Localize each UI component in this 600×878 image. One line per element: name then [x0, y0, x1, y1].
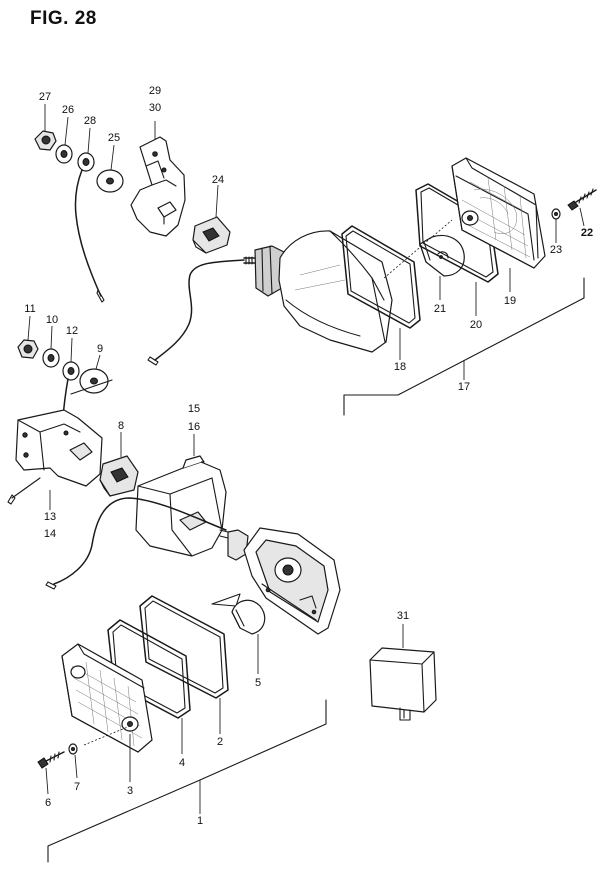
leader-lines: [27, 104, 585, 814]
gasket-2: [139, 595, 229, 699]
callout-26: 26: [62, 104, 74, 116]
lower-housing-15-16: [135, 455, 227, 557]
ground-wire-28: [74, 152, 105, 303]
callout-27: 27: [39, 91, 51, 103]
lens-gasket-18: [341, 225, 421, 329]
screw-22: [567, 188, 597, 211]
bracket-29-30: [130, 136, 186, 237]
lower-signal-wire: [53, 497, 227, 585]
lens-19: [451, 157, 546, 269]
grommet-24: [192, 216, 231, 254]
callout-21: 21: [434, 303, 446, 315]
callout-23: 23: [550, 244, 562, 256]
callout-5: 5: [255, 677, 261, 689]
callout-numbers: 27 26 28 25 29 30 24 18 21 20 19 23 22 1…: [24, 85, 593, 827]
callout-16: 16: [188, 421, 200, 433]
callout-7: 7: [74, 781, 80, 793]
callout-8: 8: [118, 420, 124, 432]
washer-23: [551, 208, 561, 220]
callout-11: 11: [24, 303, 35, 315]
bracket-13-14: [7, 409, 103, 505]
callout-19: 19: [504, 295, 516, 307]
figure-title: FIG. 28: [30, 8, 97, 29]
flasher-relay-31: [369, 647, 437, 721]
group-bracket-17: [343, 277, 585, 416]
nut-27: [34, 130, 57, 151]
callout-1: 1: [197, 815, 203, 827]
washer-25: [96, 169, 124, 193]
callout-25: 25: [108, 132, 120, 144]
callout-3: 3: [127, 785, 133, 797]
washer-10: [42, 348, 60, 368]
upper-turn-signal-housing: [147, 230, 393, 366]
ground-wire-12: [62, 361, 80, 419]
callout-31: 31: [397, 610, 409, 622]
gasket-20: [415, 183, 499, 283]
callout-2: 2: [217, 736, 223, 748]
callout-17: 17: [458, 381, 470, 393]
grommet-8: [99, 455, 139, 497]
lamp-base-socket: [219, 527, 341, 635]
callout-13: 13: [44, 511, 56, 523]
callout-9: 9: [97, 343, 103, 355]
callout-29: 29: [149, 85, 161, 97]
callout-30: 30: [149, 102, 161, 114]
callout-10: 10: [46, 314, 58, 326]
washer-26: [55, 144, 73, 164]
screw-6: [37, 751, 65, 769]
bulb-insert-arrow: [211, 593, 241, 607]
washer-9: [79, 368, 109, 394]
callout-15: 15: [188, 403, 200, 415]
callout-14: 14: [44, 528, 56, 540]
nut-11: [17, 339, 39, 359]
bulb-5: [231, 599, 266, 635]
callout-28: 28: [84, 115, 96, 127]
callout-20: 20: [470, 319, 482, 331]
washer-7: [68, 743, 78, 755]
callout-22: 22: [581, 227, 593, 239]
callout-24: 24: [212, 174, 224, 186]
callout-4: 4: [179, 757, 185, 769]
callout-6: 6: [45, 797, 51, 809]
callout-12: 12: [66, 325, 78, 337]
callout-18: 18: [394, 361, 406, 373]
